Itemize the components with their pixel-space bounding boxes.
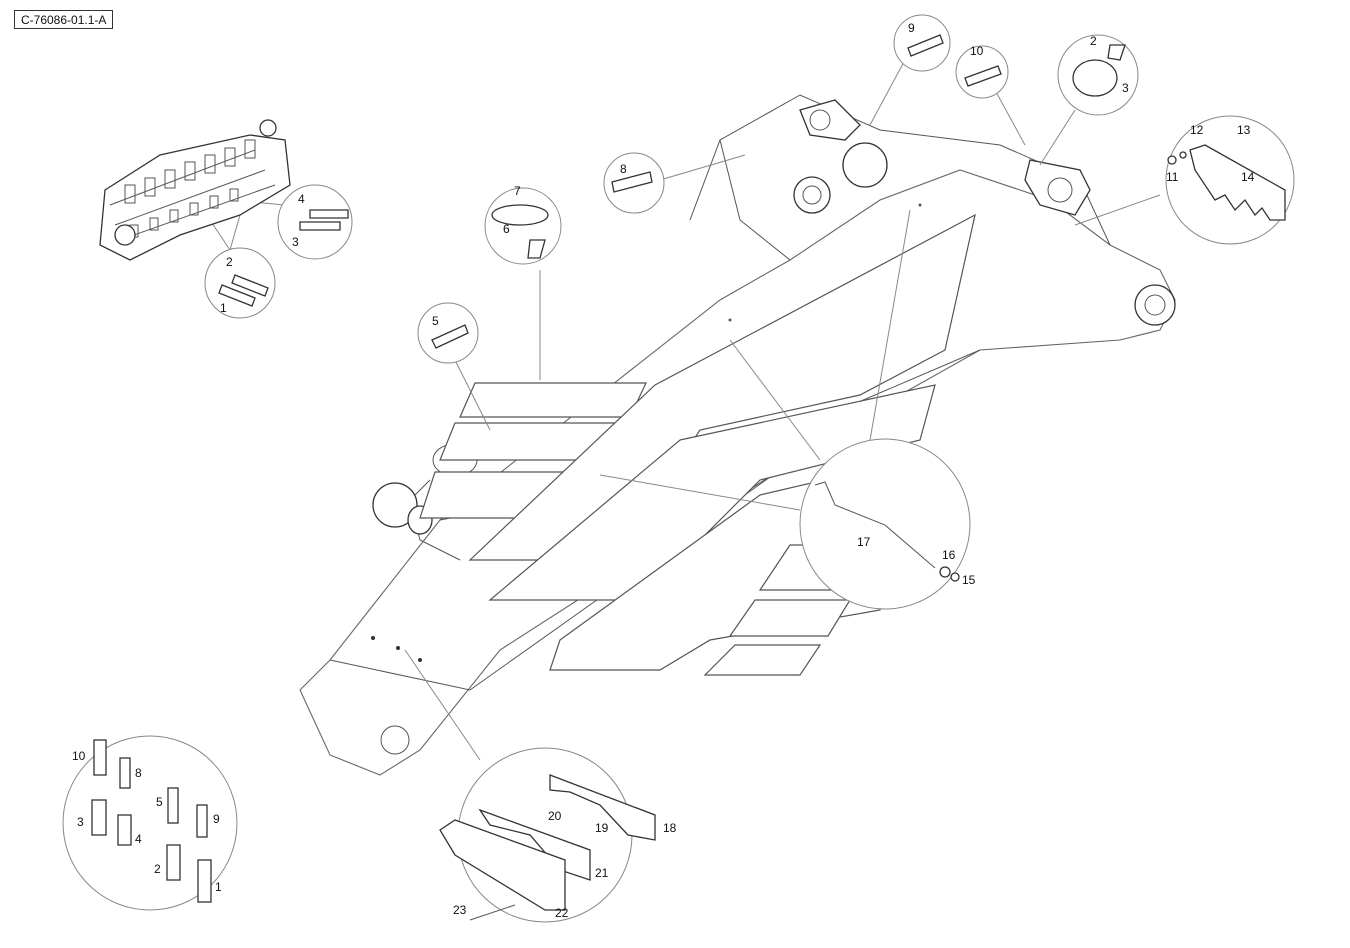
callout-fitting-8: 8 bbox=[603, 152, 665, 214]
callout-label: 19 bbox=[595, 821, 609, 835]
leader-lines bbox=[209, 59, 1161, 761]
callout-label: 9 bbox=[213, 812, 220, 826]
callout-label: 8 bbox=[135, 766, 142, 780]
callout-label: 2 bbox=[226, 255, 233, 269]
callout-label: 10 bbox=[72, 749, 86, 763]
callout-label: 4 bbox=[135, 832, 142, 846]
callout-label: 10 bbox=[970, 44, 984, 58]
callout-label: 20 bbox=[548, 809, 562, 823]
callout-fitting-9: 9 bbox=[893, 14, 951, 72]
callout-fittings-3-4: 4 3 bbox=[277, 184, 353, 260]
callout-label: 23 bbox=[453, 903, 467, 917]
callout-fitting-5: 5 bbox=[417, 302, 479, 364]
callout-label: 16 bbox=[942, 548, 956, 562]
callout-clamp-2-3: 2 3 bbox=[1057, 34, 1139, 116]
callout-label: 4 bbox=[298, 192, 305, 206]
callout-label: 2 bbox=[1090, 34, 1097, 48]
callout-label: 8 bbox=[620, 162, 627, 176]
callout-label: 18 bbox=[663, 821, 677, 835]
callout-label: 11 bbox=[1166, 170, 1179, 184]
callout-pipe-holder-18-23: 20 19 18 21 22 23 bbox=[439, 747, 677, 923]
control-valve-assembly bbox=[99, 119, 291, 261]
callout-label: 12 bbox=[1190, 123, 1204, 137]
drawing-reference: C-76086-01.1-A bbox=[14, 10, 114, 29]
callout-label: 3 bbox=[1122, 81, 1129, 95]
callout-label: 2 bbox=[154, 862, 161, 876]
callout-label: 17 bbox=[857, 535, 871, 549]
callout-label: 15 bbox=[962, 573, 976, 587]
callout-label: 1 bbox=[215, 880, 222, 894]
callout-label: 3 bbox=[292, 235, 299, 249]
callout-fittings-1-2: 2 1 bbox=[204, 247, 276, 319]
callout-label: 1 bbox=[220, 301, 227, 315]
callout-label: 7 bbox=[514, 184, 521, 198]
callout-label: 3 bbox=[77, 815, 84, 829]
callout-fitting-set: 10 8 5 9 3 4 2 1 bbox=[62, 735, 238, 911]
callout-clamp-6-7: 7 6 bbox=[484, 184, 562, 265]
callout-label: 14 bbox=[1241, 170, 1255, 184]
callout-label: 5 bbox=[432, 314, 439, 328]
callout-label: 22 bbox=[555, 906, 569, 920]
callout-fitting-10: 10 bbox=[955, 44, 1009, 99]
callout-label: 5 bbox=[156, 795, 163, 809]
callout-bracket-11-14: 12 13 11 14 bbox=[1165, 115, 1295, 245]
callout-label: 9 bbox=[908, 21, 915, 35]
callout-label: 6 bbox=[503, 222, 510, 236]
callout-label: 21 bbox=[595, 866, 609, 880]
callout-hose-15-17: 17 16 15 bbox=[799, 438, 976, 610]
callout-label: 13 bbox=[1237, 123, 1251, 137]
